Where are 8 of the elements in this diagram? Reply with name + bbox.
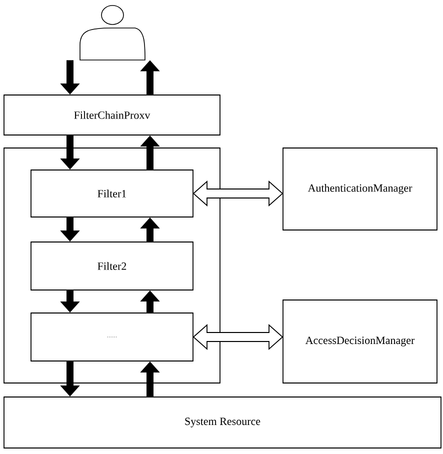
person-icon xyxy=(80,5,146,60)
filter-box: Filter1 xyxy=(30,170,194,218)
manager-box: AuthenticationManager xyxy=(282,148,438,230)
filter-box: Filter2 xyxy=(30,242,194,290)
resource-box: System Resource xyxy=(4,396,442,448)
manager-box: AccessDecisionManager xyxy=(282,300,438,384)
container-box xyxy=(4,148,220,384)
process-box: FilterChainProxv xyxy=(4,94,220,136)
